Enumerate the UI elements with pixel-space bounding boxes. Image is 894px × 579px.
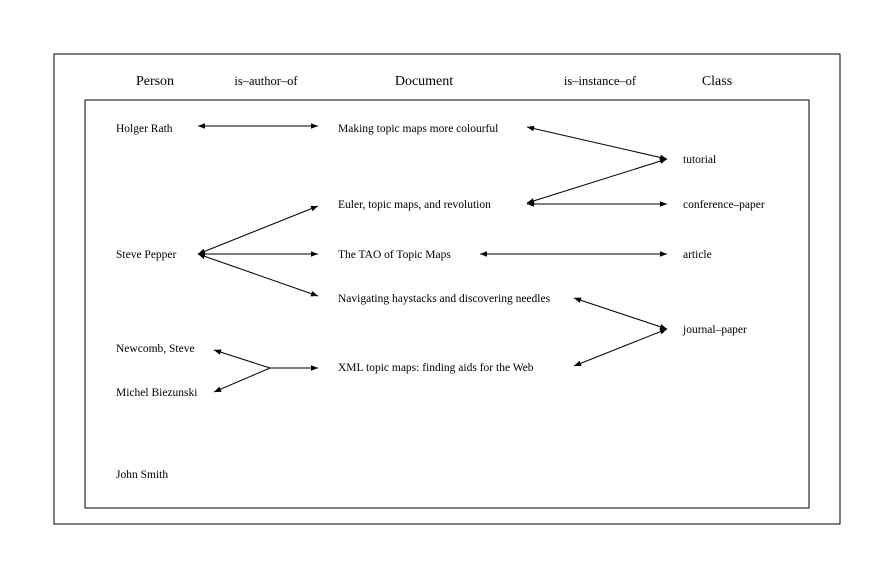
arrow-pepper-navigating <box>197 253 319 297</box>
inner-frame <box>84 99 810 509</box>
arrow-pepper-euler <box>197 205 319 255</box>
header-class: Class <box>702 74 732 89</box>
header-person: Person <box>136 74 174 89</box>
arrow-navigating-journal <box>573 297 668 330</box>
arrow-xml-journal <box>573 328 668 367</box>
class-article: article <box>683 249 712 261</box>
document-tao: The TAO of Topic Maps <box>338 249 451 261</box>
class-tutorial: tutorial <box>683 154 716 166</box>
class-journal-paper: journal–paper <box>682 324 747 336</box>
outer-frame <box>53 53 841 525</box>
person-michel-biezunski: Michel Biezunski <box>116 387 197 399</box>
document-making-topic-maps: Making topic maps more colourful <box>338 123 498 135</box>
arrow-making-tutorial <box>526 125 668 161</box>
arrow-joint-biezunski <box>213 367 271 393</box>
person-newcomb-steve: Newcomb, Steve <box>116 343 195 355</box>
arrow-joint-newcomb <box>213 349 271 369</box>
person-steve-pepper: Steve Pepper <box>116 249 177 261</box>
header-is-author-of: is–author–of <box>234 74 298 88</box>
header-is-instance-of: is–instance–of <box>564 74 637 88</box>
document-navigating-haystacks: Navigating haystacks and discovering nee… <box>338 293 551 305</box>
document-euler: Euler, topic maps, and revolution <box>338 199 491 211</box>
document-xml-topic-maps: XML topic maps: finding aids for the Web <box>338 362 534 374</box>
class-conference-paper: conference–paper <box>683 199 765 211</box>
arrow-euler-tutorial <box>526 158 668 204</box>
person-holger-rath: Holger Rath <box>116 123 173 135</box>
header-document: Document <box>395 74 453 89</box>
person-john-smith: John Smith <box>116 469 168 481</box>
